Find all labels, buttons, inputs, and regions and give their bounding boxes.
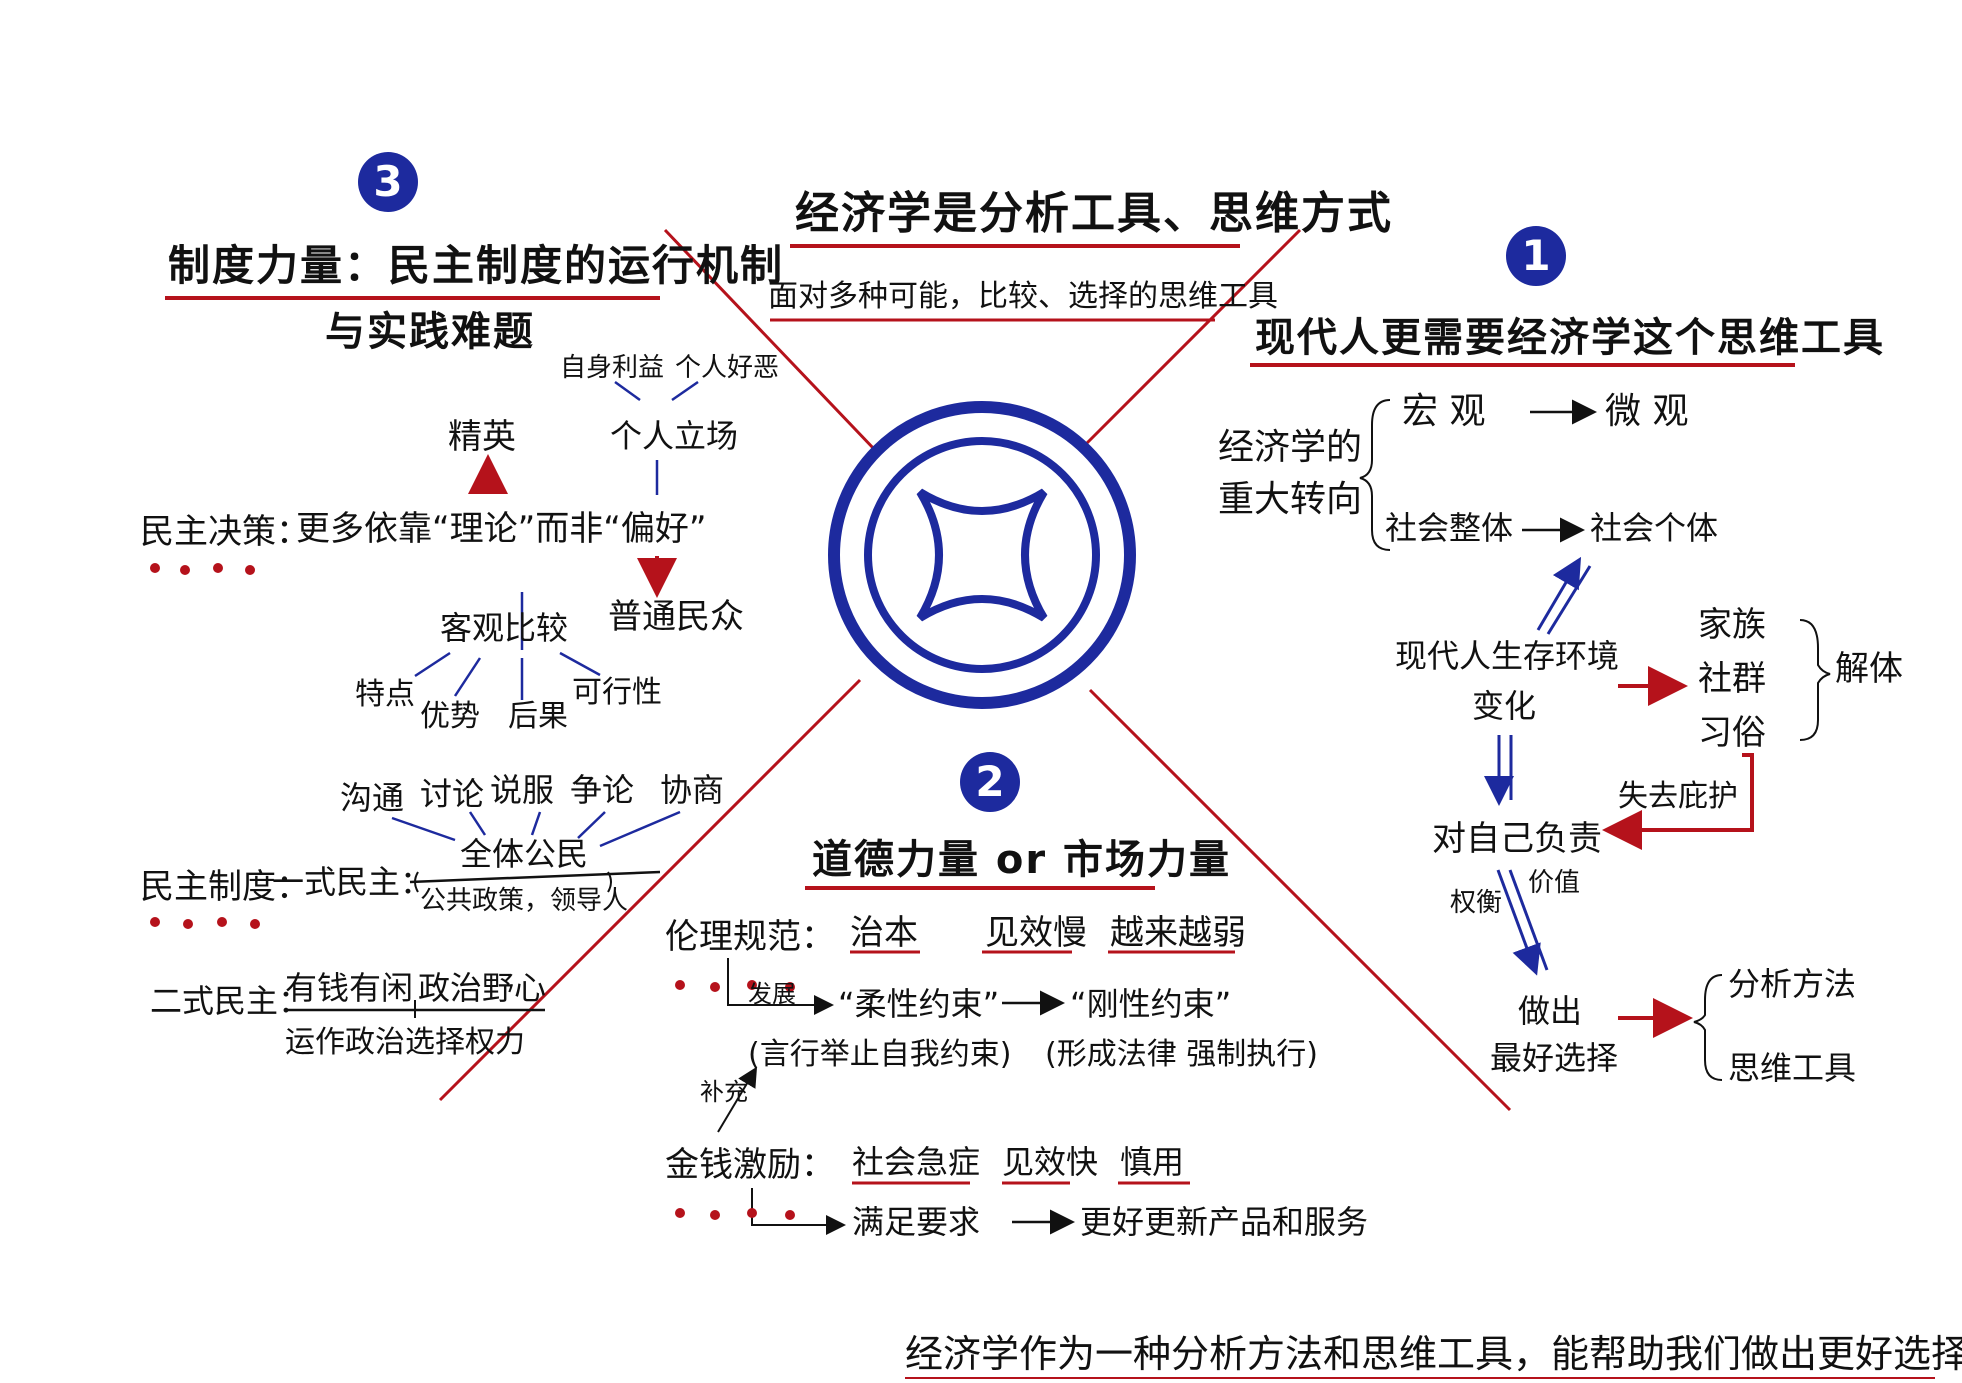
type2-label: 二式民主： [150, 982, 311, 1020]
shift-label-line2: 重大转向 [1218, 479, 1363, 520]
personal-stance-label: 个人立场 [610, 417, 739, 455]
common-people-label: 普通民众 [608, 597, 744, 637]
best-choice-line2: 最好选择 [1490, 1039, 1619, 1077]
supplement-label: 补充 [700, 1078, 748, 1106]
type2-a: 有钱有闲 [285, 969, 414, 1007]
money-goal: 更好更新产品和服务 [1080, 1203, 1369, 1241]
money-a: 社会急症 [852, 1143, 981, 1181]
thinking-tool-label: 思维工具 [1728, 1049, 1857, 1087]
shift-label-line1: 经济学的 [1218, 427, 1363, 468]
negotiate-label: 协商 [660, 771, 725, 809]
ethics-a: 治本 [850, 913, 918, 953]
divider-line-bl [438, 678, 862, 1102]
center-title: 经济学是分析工具、思维方式 [795, 188, 1393, 239]
objective-compare-label: 客观比较 [440, 609, 569, 647]
section-3-title-line1: 制度力量：民主制度的运行机制 [168, 241, 785, 290]
section-3-title-line2: 与实践难题 [325, 309, 535, 355]
persuade-label: 说服 [490, 771, 555, 809]
system-label: 民主制度： [140, 867, 310, 907]
money-result: 满足要求 [852, 1203, 981, 1241]
family-label: 家族 [1698, 605, 1766, 645]
money-c: 慎用 [1120, 1143, 1185, 1181]
coin-icon [828, 401, 1136, 709]
society-whole-label: 社会整体 [1385, 509, 1514, 547]
decision-text: 更多依靠“理论”而非“偏好” [296, 509, 707, 549]
section-2-badge: 2 [960, 752, 1020, 812]
consequences-label: 后果 [508, 699, 568, 734]
section-3-badge: 3 [358, 152, 418, 212]
type1-label: 一式民主： [272, 863, 433, 901]
lost-protection-label: 失去庇护 [1618, 779, 1738, 814]
custom-label: 习俗 [1698, 713, 1766, 753]
ethics-c: 越来越弱 [1110, 913, 1246, 953]
soft-note: (言行举止自我约束) [748, 1037, 1012, 1072]
self-responsible-label: 对自己负责 [1432, 819, 1602, 859]
value-label: 价值 [1528, 868, 1581, 898]
method-label: 分析方法 [1728, 965, 1857, 1003]
all-citizens-label: 全体公民 [460, 835, 589, 873]
money-label: 金钱激励： [665, 1145, 835, 1185]
community-label: 社群 [1698, 659, 1766, 699]
hard-constraint: “刚性约束” [1070, 985, 1232, 1023]
weigh-label: 权衡 [1450, 888, 1503, 918]
environment-label: 现代人生存环境 [1395, 637, 1620, 675]
personal-preference-label: 个人好恶 [675, 353, 780, 383]
micro-label: 微 观 [1605, 391, 1689, 432]
section-1-title: 现代人更需要经济学这个思维工具 [1255, 315, 1885, 361]
policy-leaders-label: 公共政策，领导人 [420, 886, 629, 916]
best-choice-line1: 做出 [1518, 992, 1583, 1030]
change-label: 变化 [1472, 687, 1537, 725]
center-subtitle: 面对多种可能，比较、选择的思维工具 [768, 279, 1278, 314]
ethics-label: 伦理规范： [665, 917, 835, 957]
divider-line-br [1088, 688, 1512, 1112]
divider-line-tl [663, 228, 877, 452]
discuss-label: 讨论 [420, 775, 485, 813]
section-1-badge: 1 [1506, 226, 1566, 286]
communicate-label: 沟通 [340, 779, 405, 817]
divider-line-tr [1083, 228, 1302, 447]
debate-label: 争论 [570, 771, 635, 809]
advantages-label: 优势 [420, 699, 480, 734]
decision-label: 民主决策： [140, 512, 310, 552]
elite-label: 精英 [448, 417, 516, 457]
develop-label: 发展 [748, 980, 796, 1008]
society-individual-label: 社会个体 [1590, 509, 1719, 547]
features-label: 特点 [355, 677, 415, 712]
feasibility-label: 可行性 [572, 675, 662, 710]
hard-note: (形成法律 强制执行) [1045, 1037, 1318, 1072]
ethics-b: 见效慢 [985, 913, 1087, 953]
soft-constraint: “柔性约束” [838, 985, 1000, 1023]
self-interest-label: 自身利益 [560, 353, 665, 383]
type2-c: 运作政治选择权力 [285, 1025, 525, 1060]
type2-b: 政治野心 [418, 969, 547, 1007]
section-2-title: 道德力量 or 市场力量 [812, 837, 1232, 883]
macro-label: 宏 观 [1402, 391, 1486, 432]
money-b: 见效快 [1002, 1143, 1099, 1181]
dissolve-label: 解体 [1835, 649, 1903, 689]
conclusion-text: 经济学作为一种分析方法和思维工具，能帮助我们做出更好选择。 [905, 1332, 1962, 1376]
